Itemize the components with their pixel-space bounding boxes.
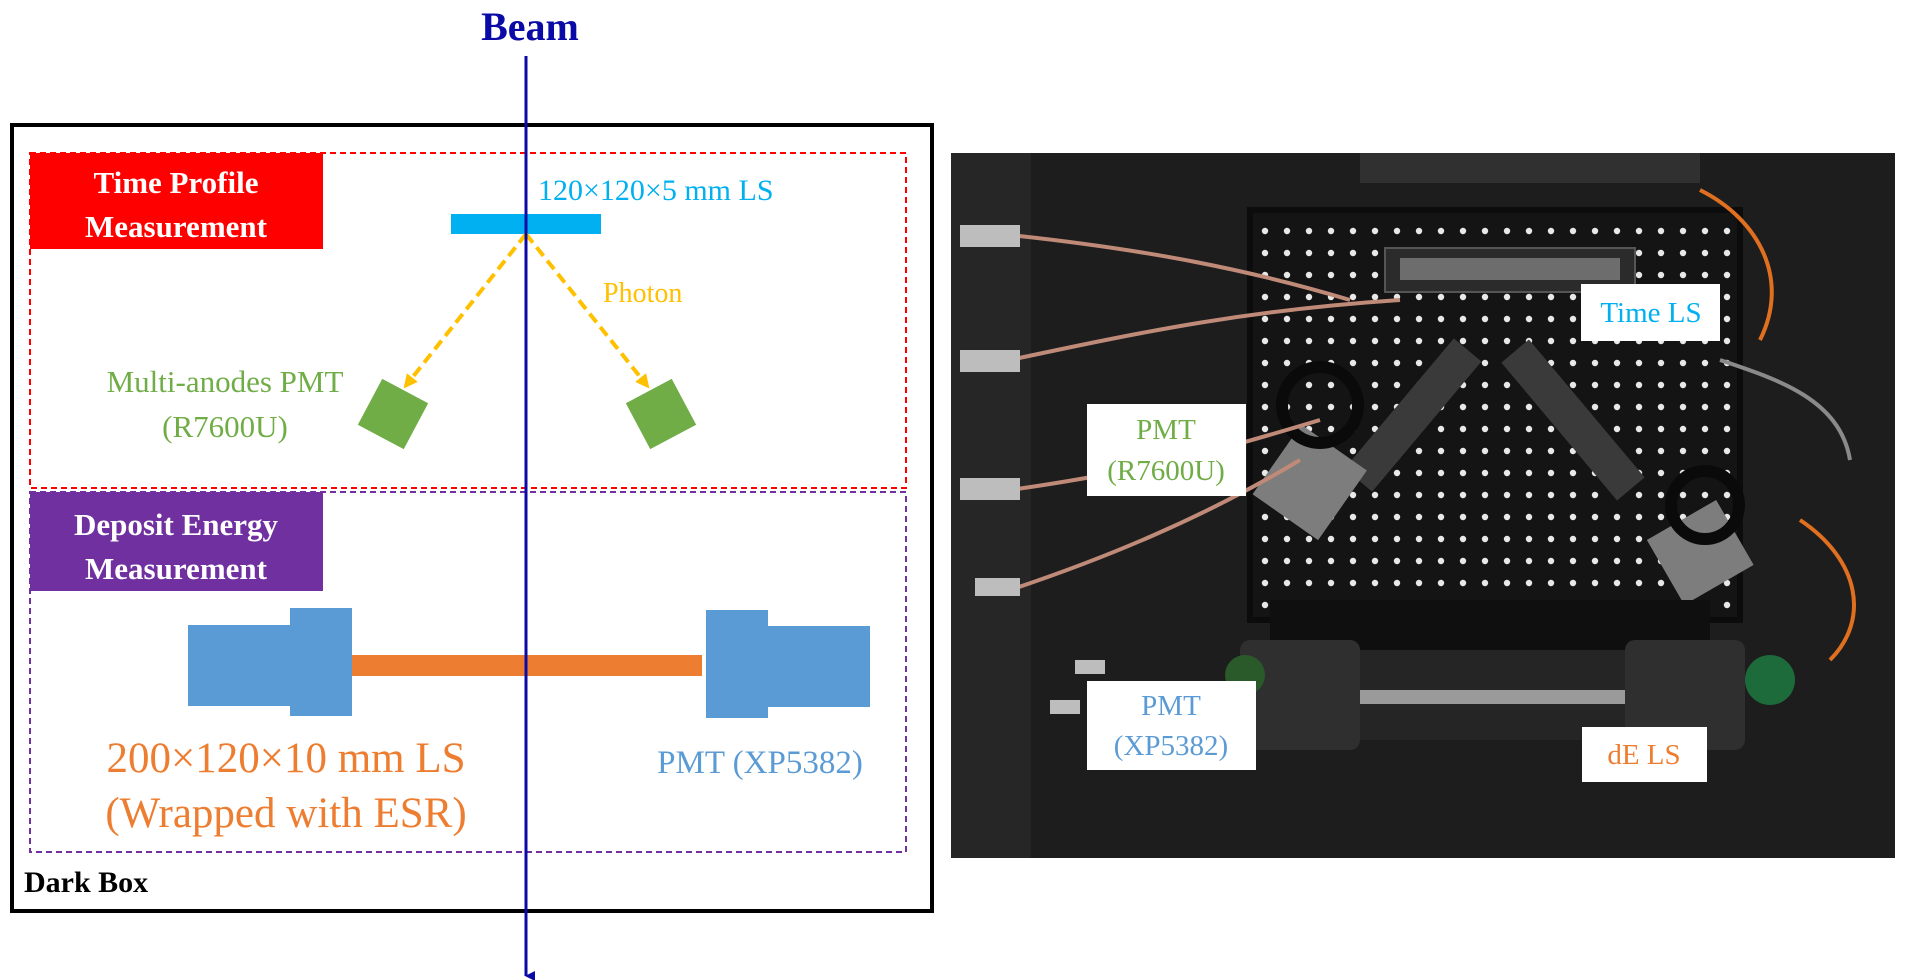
pmt-xp5382-photo-label-line2: (XP5382) [1114,730,1228,762]
deposit-energy-title-box [30,492,323,591]
pmt-xp5382-photo-label-line1: PMT [1141,690,1201,722]
xp5382-pmt-label: PMT (XP5382) [657,745,863,781]
time-ls-label: 120×120×5 mm LS [538,174,774,207]
deposit-energy-title-line1: Deposit Energy [74,507,279,542]
photon-label: Photon [603,278,682,309]
dE-ls-label-line1: 200×120×10 mm LS [106,735,465,782]
time-ls-photo-label-box [1581,284,1720,341]
dark-box-label: Dark Box [24,866,148,899]
de-ls-photo-label: dE LS [1607,739,1680,771]
time-profile-title-line1: Time Profile [93,165,258,200]
pmt-r7600u-photo-label-line1: PMT [1136,414,1196,446]
photon-arrow-left [403,232,528,389]
deposit-energy-region [29,491,907,853]
dE-ls-label-line2: (Wrapped with ESR) [105,790,466,837]
de-ls-photo-label-box [1582,727,1707,782]
time-ls-photo-label: Time LS [1600,297,1701,329]
xp5382-pmt-left [188,608,352,716]
beam-label: Beam [481,4,579,49]
setup-photo: Time LS PMT (R7600U) PMT (XP5382) dE LS [951,153,1895,858]
multi-anode-pmt-right [625,378,697,450]
deposit-energy-title-line2: Measurement [85,551,268,586]
pmt-r7600u-photo-label-box [1087,404,1246,496]
pmt-r7600u-photo-label-line2: (R7600U) [1107,455,1225,487]
xp5382-pmt-right [706,610,870,718]
time-profile-region [29,152,907,489]
multi-anode-pmt-label-line1: Multi-anodes PMT [107,364,344,399]
pmt-xp5382-photo-label-box [1087,681,1256,770]
time-profile-title-box [30,153,323,249]
multi-anode-pmt-left [357,378,429,450]
dark-box-frame [10,123,934,913]
multi-anode-pmt-label-line2: (R7600U) [162,409,288,444]
time-profile-title-line2: Measurement [85,209,268,244]
schematic-diagram: Dark Box Time Profile Measurement 120×12… [10,4,934,980]
photon-arrow-right [524,232,650,389]
